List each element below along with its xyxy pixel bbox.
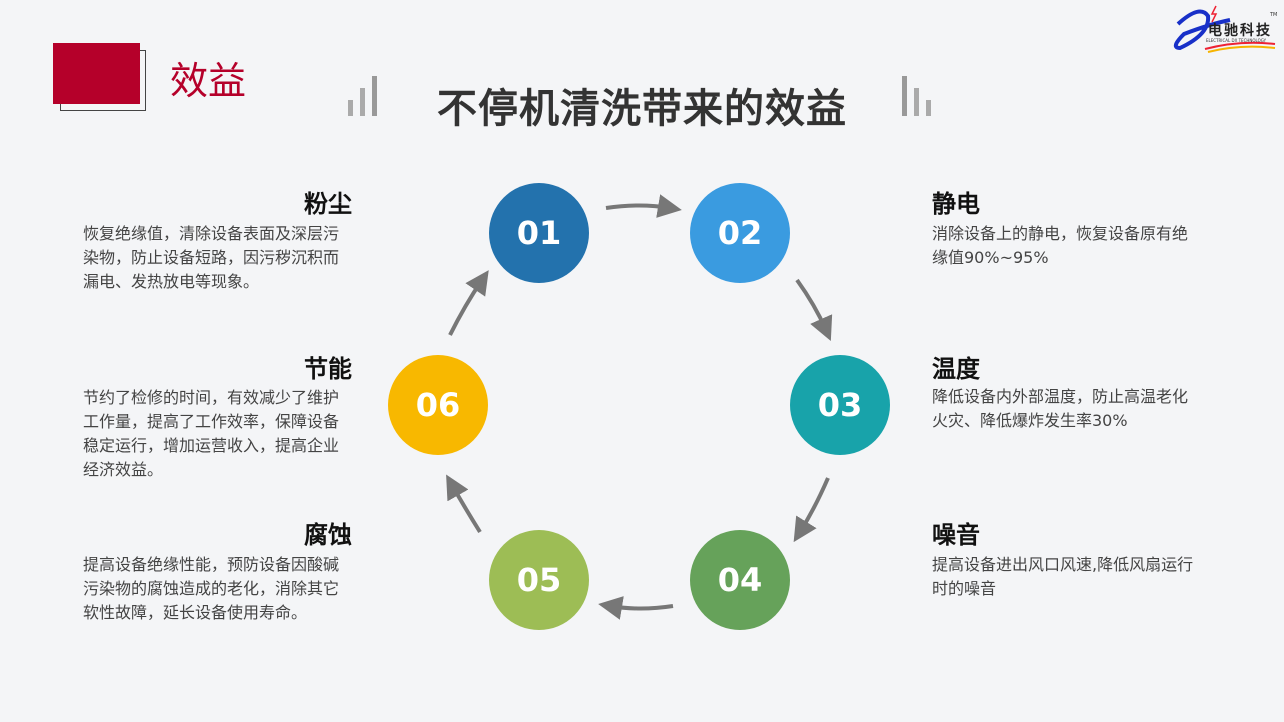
step-04-text: 提高设备进出风口风速,降低风扇运行时的噪音: [932, 555, 1194, 598]
step-06-title: 节能: [304, 355, 352, 383]
step-02-title: 静电: [932, 190, 980, 218]
step-05-circle: 05: [489, 530, 589, 630]
step-05-title: 腐蚀: [304, 521, 352, 549]
step-02-text: 消除设备上的静电，恢复设备原有绝缘值90%~95%: [932, 224, 1189, 267]
decor-red-box: [53, 43, 140, 104]
step-03-title: 温度: [932, 355, 980, 383]
step-03-circle: 03: [790, 355, 890, 455]
arrow-03-04: [793, 477, 830, 543]
company-logo: 电驰科技 ELECTRICAL DX TECHNOLOGY TM: [1170, 4, 1280, 54]
step-03-text: 降低设备内外部温度，防止高温老化火灾、降低爆炸发生率30%: [932, 387, 1189, 430]
arrow-05-06: [446, 474, 482, 534]
step-04-title: 噪音: [932, 521, 980, 549]
page-title: 不停机清洗带来的效益: [437, 86, 847, 132]
title-bars-left-icon: [348, 76, 377, 116]
step-04-circle: 04: [690, 530, 790, 630]
title-bars-right-icon: [902, 76, 931, 116]
section-title: 效益: [170, 59, 247, 103]
step-06-circle: 06: [388, 355, 488, 455]
step-06-text: 节约了检修的时间，有效减少了维护工作量，提高了工作效率，保障设备稳定运行，增加运…: [83, 388, 340, 479]
step-01-title: 粉尘: [304, 190, 352, 218]
arrow-01-02: [605, 194, 682, 218]
logo-swoosh-icon: [1173, 5, 1276, 53]
step-05-text: 提高设备绝缘性能，预防设备因酸碱污染物的腐蚀造成的老化，消除其它软性故障，延长设…: [83, 555, 340, 622]
arrow-04-05: [598, 596, 674, 620]
arrow-06-01: [448, 270, 489, 336]
step-02-circle: 02: [690, 183, 790, 283]
step-01-circle: 01: [489, 183, 589, 283]
arrow-02-03: [795, 278, 833, 341]
step-01-text: 恢复绝缘值，清除设备表面及深层污染物，防止设备短路，因污秽沉积而漏电、发热放电等…: [83, 224, 340, 291]
